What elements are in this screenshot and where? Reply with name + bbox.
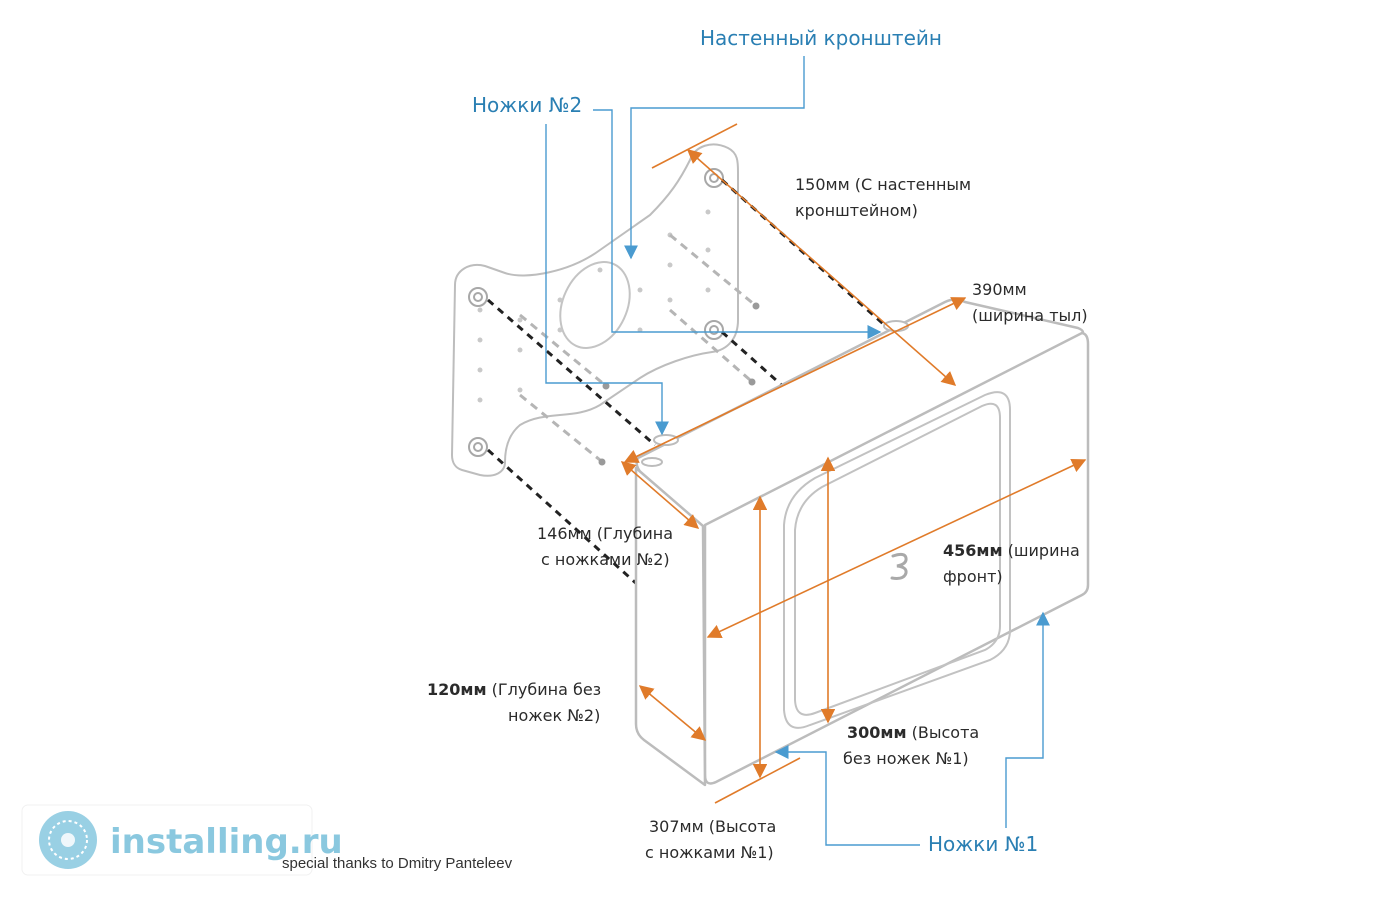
dimension-arrows	[620, 123, 1087, 804]
dim-456-line2: фронт)	[943, 567, 1003, 586]
arrow-120	[638, 685, 707, 741]
dim-120-line1: 120мм (Глубина без	[427, 680, 601, 699]
watermark-text: installing.ru	[110, 822, 343, 862]
leader-feet1-a	[774, 745, 920, 846]
dim-150-line2: кронштейном)	[795, 201, 918, 220]
dim-307-line1: 307мм (Высота	[649, 817, 776, 836]
extension-top	[651, 123, 738, 169]
dim-300-bold: 300мм	[847, 723, 907, 742]
leader-wall-bracket	[624, 56, 805, 260]
dim-146-line1: 146мм (Глубина	[537, 524, 673, 543]
dim-120-line2: ножек №2)	[508, 706, 600, 725]
callout-feet1: Ножки №1	[928, 832, 1038, 856]
footer-thanks: special thanks to Dmitry Panteleev	[282, 855, 513, 872]
arrow-456	[706, 458, 1087, 639]
leader-feet2-b	[545, 124, 669, 436]
arrow-146	[620, 461, 700, 529]
wall-bracket	[451, 143, 739, 477]
dim-150-line1: 150мм (С настенным	[795, 175, 971, 194]
callout-wall-bracket: Настенный кронштейн	[700, 26, 942, 50]
callout-leaders	[545, 56, 1050, 846]
extension-bottom	[714, 757, 801, 804]
dim-120-bold: 120мм	[427, 680, 487, 699]
arrow-390	[623, 297, 967, 463]
dim-456-line1: 456мм (ширина	[943, 541, 1080, 560]
dim-307-line2: с ножками №1)	[645, 843, 774, 862]
dim-456-rest: (ширина	[1003, 541, 1080, 560]
watermark: installing.ru	[21, 804, 343, 876]
leader-feet2-a	[593, 109, 882, 339]
callout-feet2: Ножки №2	[472, 93, 582, 117]
dim-120-rest: (Глубина без	[487, 680, 602, 699]
dim-300-line2: без ножек №1)	[843, 749, 969, 768]
dim-456-bold: 456мм	[943, 541, 1003, 560]
dim-300-line1: 300мм (Высота	[847, 723, 979, 742]
dim-300-rest: (Высота	[907, 723, 980, 742]
leader-feet1-b	[1005, 611, 1050, 828]
dim-390-line1: 390мм	[972, 280, 1027, 299]
dim-146-line2: с ножками №2)	[541, 550, 670, 569]
dim-390-line2: (ширина тыл)	[972, 306, 1088, 325]
